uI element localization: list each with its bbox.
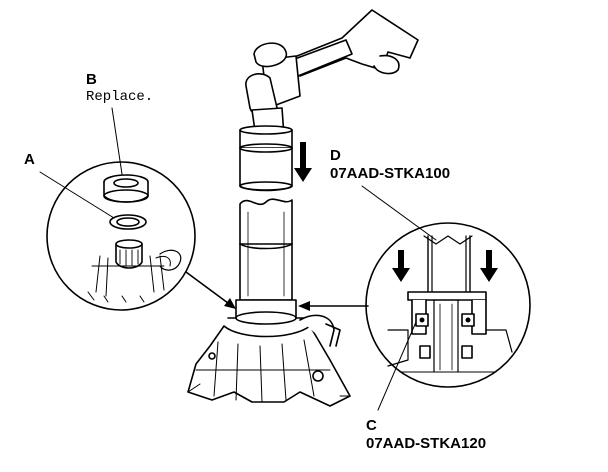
callout-c-letter: C: [366, 417, 377, 434]
down-arrow-icon: [392, 250, 410, 282]
leader-a: [39, 171, 115, 219]
leader-b: [111, 107, 123, 175]
transmission-case: [187, 299, 351, 407]
hammer-ball: [253, 42, 287, 68]
detail-leaders: [185, 271, 369, 311]
label-leaders: [39, 107, 437, 411]
callout-a-letter: A: [24, 151, 35, 168]
leader-c: [377, 321, 417, 411]
driver-tool-upper: [239, 125, 293, 192]
hand-fingers: [373, 54, 400, 75]
callout-b-note: Replace.: [86, 89, 154, 105]
callout-c-part-number: 07AAD-STKA120: [366, 435, 487, 452]
hammer-icon: [245, 9, 419, 139]
detail-circle-left: [46, 161, 196, 311]
down-arrow-icon: [294, 142, 312, 182]
leader-d: [361, 185, 437, 241]
down-arrow-icon: [480, 250, 498, 282]
callout-b-letter: B: [86, 71, 97, 88]
callout-d-letter: D: [330, 147, 341, 164]
callout-d-part-number: 07AAD-STKA100: [330, 165, 451, 182]
driver-tool-lower: [239, 198, 293, 301]
detail-circle-right: [365, 222, 531, 388]
